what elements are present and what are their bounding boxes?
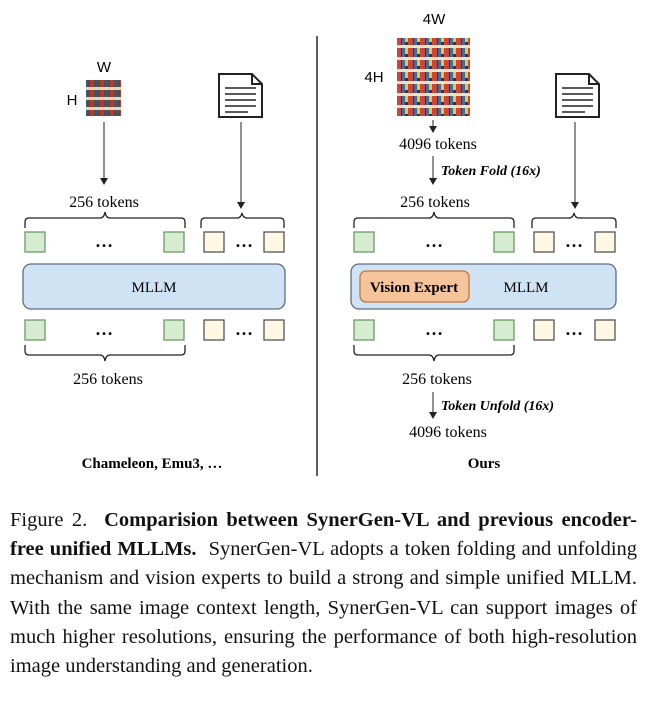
token-unfold-label: Token Unfold (16x) [441, 399, 554, 414]
token-fold-label: Token Fold (16x) [441, 164, 541, 179]
image-token [24, 231, 46, 253]
image-token [163, 319, 185, 341]
large-image-thumbnail [397, 38, 470, 116]
caption-label: Figure 2. [10, 509, 88, 531]
left-panel: W H 256 tokens … … MLLM … [22, 59, 286, 472]
left-height-label: H [67, 92, 78, 109]
right-text-brace-top [531, 212, 617, 228]
right-image-brace-bottom [353, 345, 515, 362]
left-image-brace-top [24, 211, 186, 228]
caption-bold: Comparision between SynerGen-VL and prev… [10, 509, 638, 561]
caption-body: SynerGen-VL adopts a token folding and u… [10, 538, 638, 678]
right-tokens-bottom: 256 tokens [402, 371, 472, 388]
image-token [163, 231, 185, 253]
ellipsis: … [425, 231, 443, 251]
ellipsis: … [235, 319, 253, 339]
right-mllm-label: MLLM [504, 280, 549, 296]
ellipsis: … [425, 319, 443, 339]
right-image-brace-top [353, 211, 515, 228]
text-token [203, 319, 225, 341]
ellipsis: … [95, 231, 113, 251]
left-width-label: W [97, 59, 112, 76]
right-panel-caption: Ours [468, 456, 501, 472]
text-token [533, 319, 555, 341]
left-image-brace-bottom [24, 345, 186, 362]
left-tokens-top: 256 tokens [69, 194, 139, 211]
text-token [533, 231, 555, 253]
image-token [493, 319, 515, 341]
text-token [594, 231, 616, 253]
ellipsis: … [565, 319, 583, 339]
left-mllm-label: MLLM [132, 280, 177, 296]
text-token [203, 231, 225, 253]
ellipsis: … [95, 319, 113, 339]
figure-2-diagram: W H 256 tokens … … MLLM … [22, 11, 617, 476]
image-token [493, 231, 515, 253]
document-icon [555, 73, 600, 118]
image-token [24, 319, 46, 341]
small-image-thumbnail [86, 80, 121, 116]
right-height-label: 4H [364, 69, 383, 86]
right-panel: 4W 4H 4096 tokens Token Fold (16x) 256 t… [350, 11, 617, 472]
left-panel-caption: Chameleon, Emu3, … [82, 456, 223, 472]
right-tokens-in: 4096 tokens [399, 136, 477, 153]
text-token [263, 319, 285, 341]
right-width-label: 4W [423, 11, 446, 28]
figure-caption: Figure 2. Comparision between SynerGen-V… [10, 506, 637, 681]
image-token [353, 319, 375, 341]
vision-expert-box [359, 270, 470, 303]
left-mllm-box [22, 263, 286, 310]
text-token [594, 319, 616, 341]
vision-expert-label: Vision Expert [370, 280, 458, 296]
ellipsis: … [235, 231, 253, 251]
right-tokens-top: 256 tokens [400, 194, 470, 211]
left-text-brace-top [200, 212, 285, 228]
ellipsis: … [565, 231, 583, 251]
left-tokens-bottom: 256 tokens [73, 371, 143, 388]
image-token [353, 231, 375, 253]
right-tokens-out: 4096 tokens [409, 424, 487, 441]
text-token [263, 231, 285, 253]
document-icon [218, 73, 263, 118]
